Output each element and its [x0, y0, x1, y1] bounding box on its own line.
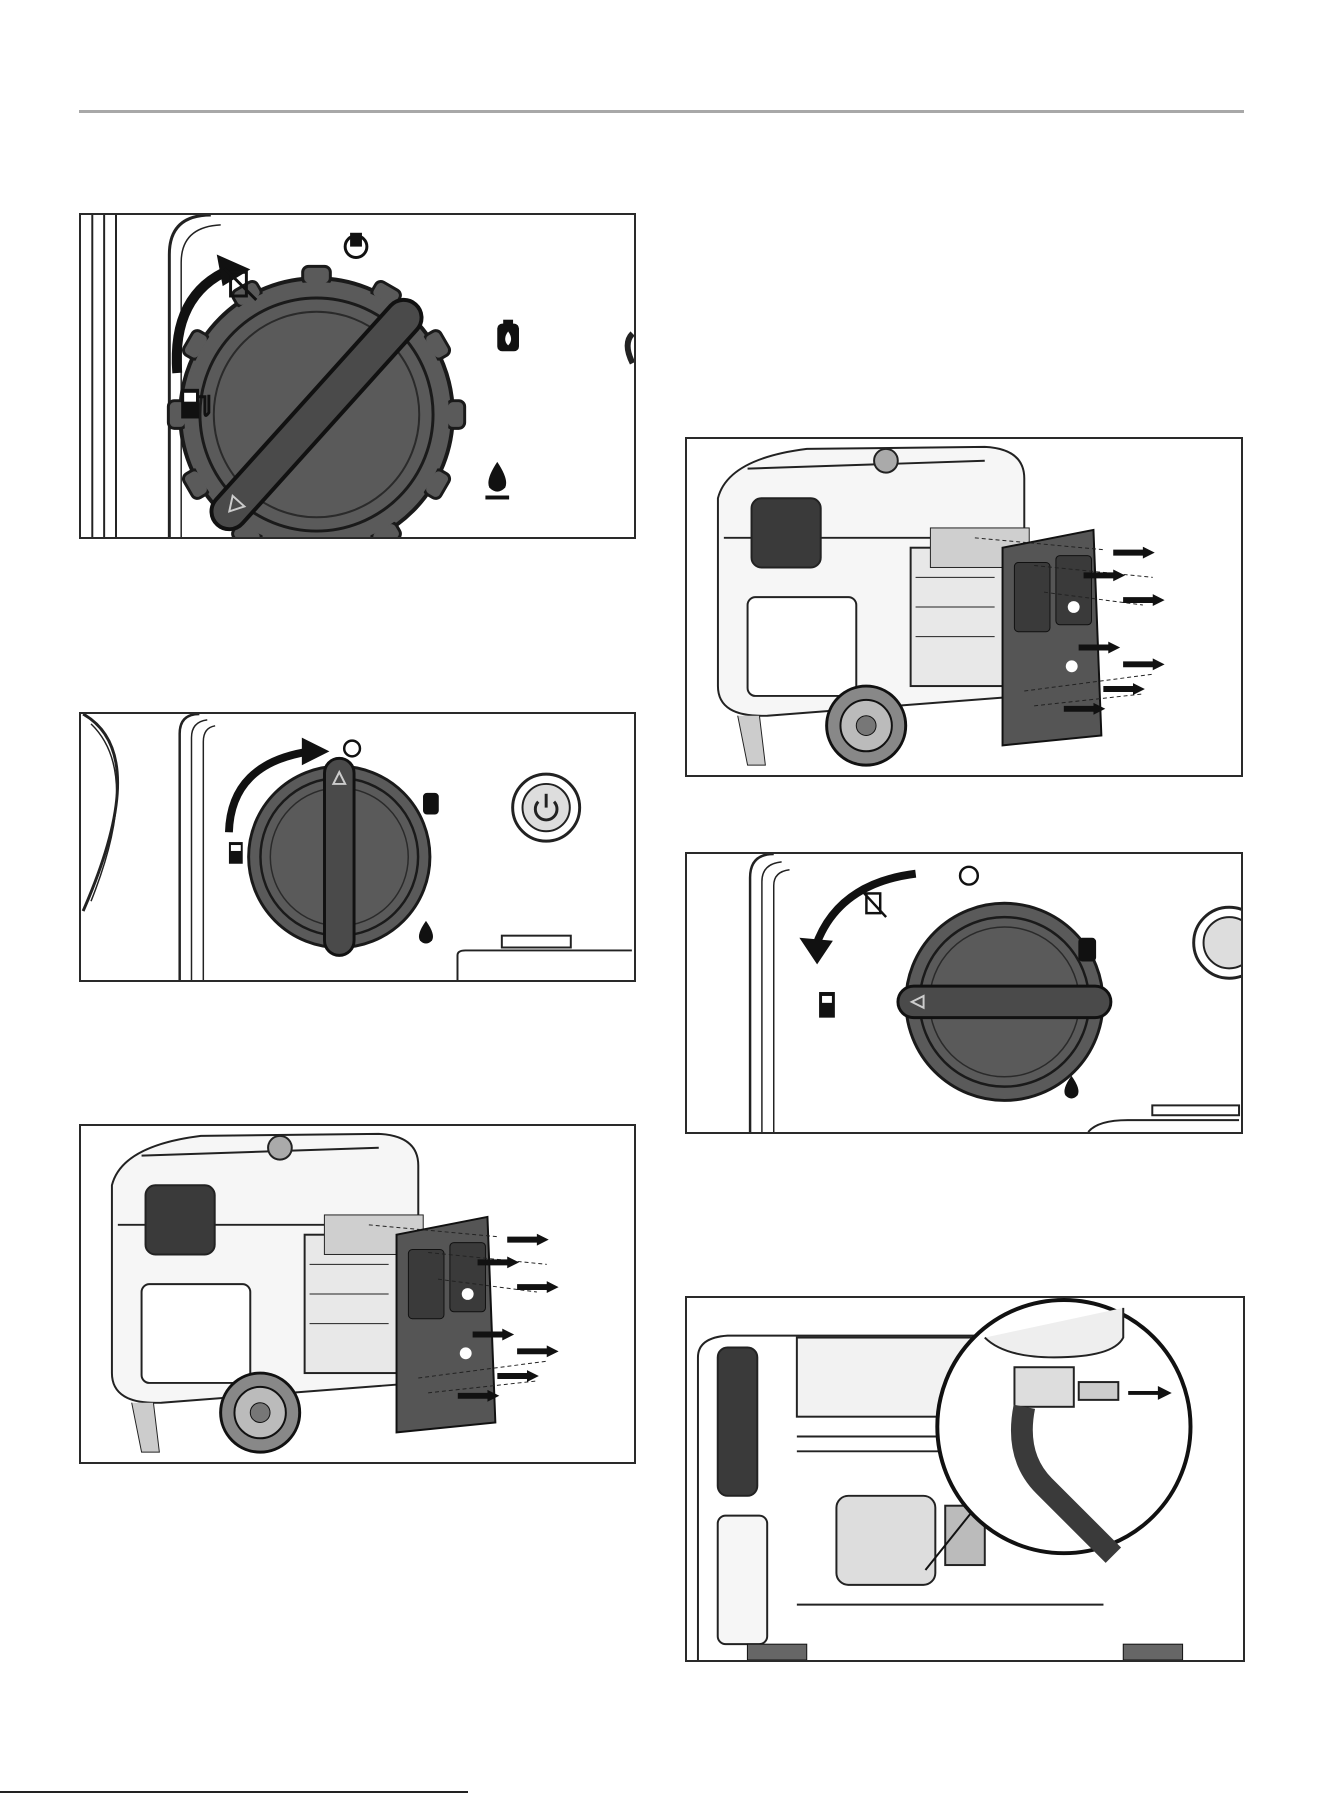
fuel-off-icon	[345, 233, 367, 258]
flame-drop-icon	[485, 462, 509, 500]
figure-knob-gas	[79, 712, 636, 982]
fuel-off-icon	[344, 741, 360, 757]
propane-tank-icon	[497, 320, 519, 352]
figure-fuel-hose	[685, 1296, 1245, 1662]
knob-vertical-illustration	[81, 714, 634, 980]
side-panel	[1003, 530, 1102, 745]
flame-drop-icon	[419, 921, 433, 944]
wheel	[747, 1644, 1182, 1660]
figure-panel-removal-left	[79, 1124, 636, 1464]
footer-rule	[0, 1791, 468, 1793]
power-button-icon	[513, 774, 580, 841]
wheel	[827, 686, 906, 765]
propane-tank-icon	[423, 793, 439, 815]
figure-knob-off	[79, 213, 636, 539]
generator-panel-illustration	[687, 439, 1241, 775]
fuel-selector-knob	[898, 903, 1111, 1100]
figure-knob-back	[685, 852, 1243, 1134]
propane-tank-icon	[1078, 938, 1096, 962]
fuel-selector-knob	[249, 758, 430, 955]
knob-horizontal-illustration	[687, 854, 1241, 1132]
fuel-selector-knob	[168, 266, 464, 537]
fuel-hose-illustration	[687, 1298, 1243, 1660]
figure-panel-removal-right	[685, 437, 1243, 777]
power-button-icon	[1194, 907, 1241, 978]
wheel	[221, 1373, 300, 1452]
generator-panel-illustration	[81, 1126, 634, 1462]
fuel-pump-icon	[229, 842, 243, 864]
fuel-pump-icon	[819, 992, 835, 1018]
side-panel	[397, 1217, 496, 1432]
hose-detail-callout	[937, 1300, 1190, 1555]
knob-off-illustration	[81, 215, 634, 537]
fuel-off-icon	[960, 867, 978, 885]
fuel-off-icon	[862, 891, 886, 917]
header-rule	[79, 110, 1244, 113]
